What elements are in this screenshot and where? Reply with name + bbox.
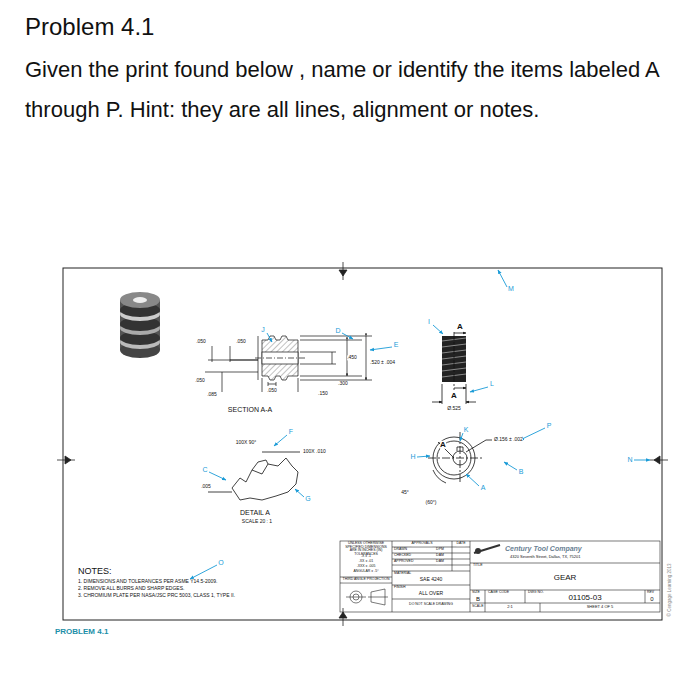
view-label: DETAIL A	[240, 509, 270, 516]
callout-letter: A	[481, 484, 486, 491]
callout-letter: B	[519, 468, 524, 475]
title-block-cell: .X ± .1	[361, 555, 371, 559]
figure-caption: PROBLEM 4.1	[55, 628, 108, 636]
callout-letter: F	[289, 428, 293, 435]
title-block-cell: CAGE CODE	[488, 591, 509, 595]
title-block	[340, 541, 660, 612]
callout-letter: D	[335, 327, 340, 334]
title-block-cell: 01105-03	[568, 594, 601, 602]
dimension: .050	[267, 388, 277, 393]
worm-side-view	[432, 332, 476, 404]
section-letter: A	[451, 392, 457, 400]
dimension: .300	[338, 381, 348, 386]
worm-pictorial	[120, 292, 160, 358]
callout-letter: P	[547, 422, 552, 429]
section-view	[205, 336, 372, 392]
question-text: Given the print found below , name or id…	[25, 50, 675, 130]
title-block-cell: ANGULAR ± .5°	[353, 570, 378, 574]
section-letter: A	[457, 323, 463, 331]
callout-letter: E	[394, 341, 399, 348]
title-block-cell: THIRD ANGLE PROJECTION	[343, 578, 390, 582]
callout-letter: M	[508, 285, 514, 292]
title-block-cell: DPM	[436, 548, 444, 552]
title-block-cell: CHECKED	[394, 554, 411, 558]
sheet-border	[63, 268, 662, 620]
watermark: © Cengage Learning 2013	[668, 564, 673, 617]
dimension: 45°	[401, 490, 409, 495]
title-block-cell: SAE 4240	[420, 577, 443, 582]
title-block-cell: B	[476, 596, 480, 602]
note: 2. REMOVE ALL BURRS AND SHARP EDGES.	[78, 586, 184, 591]
detail-view	[208, 452, 300, 500]
centering-marks	[57, 262, 668, 626]
callout-letter: K	[464, 426, 469, 433]
callout-letter: H	[410, 453, 415, 460]
title-block-cell: FINISH	[394, 586, 405, 590]
dimension: .450	[347, 355, 357, 360]
dimension: .085	[207, 392, 217, 397]
title-block-cell: DATE	[456, 542, 465, 546]
title-block-cell: TITLE	[473, 564, 483, 568]
view-label: SCALE 20 : 1	[242, 519, 272, 524]
end-view	[428, 432, 492, 484]
dimension: (60°)	[426, 500, 437, 505]
title-block-cell: SIZE	[472, 591, 480, 595]
title-block-cell: DAM	[436, 560, 444, 564]
title-block-cell: .XX ± .01	[359, 560, 373, 564]
company-name: Century Tool Company	[505, 545, 582, 552]
dimension: 100X 90°	[236, 440, 257, 445]
dimension: .520 ± .004	[370, 360, 395, 365]
callout-leaders	[190, 270, 650, 579]
callout-letter: L	[490, 380, 494, 387]
title-block-cell: REV	[647, 591, 654, 595]
title-block-cell: APPROVALS	[412, 542, 433, 546]
note: 3. CHROMIUM PLATE PER NASA/JSC PRC 5003,…	[78, 593, 235, 598]
title-block-cell: GEAR	[554, 574, 577, 582]
title-block-cell: 2:1	[507, 605, 513, 609]
title-block-cell: DO NOT SCALE DRAWING	[409, 603, 453, 607]
callout-letter: G	[305, 495, 310, 502]
title-block-cell: ALL OVER	[419, 591, 443, 596]
title-block-cell: APPROVED	[394, 560, 413, 564]
title-block-cell: 0	[650, 596, 653, 602]
callout-letter: I	[428, 318, 430, 325]
callout-letter: O	[218, 559, 223, 566]
view-label: SECTION A-A	[228, 406, 272, 413]
title-block-cell: SHEET 4 OF 5	[587, 605, 614, 609]
title-block-cell: DAM	[436, 554, 444, 558]
title-block-cell: SCALE	[472, 605, 483, 609]
dimension: .050	[196, 339, 206, 344]
dimension: 100X .010	[303, 449, 326, 454]
title-block-cell: .XXX ± .005	[357, 565, 376, 569]
callout-letter: N	[627, 456, 632, 463]
title-block-cell: DWG NO.	[528, 591, 544, 595]
detail-letter: A	[440, 441, 446, 449]
notes-heading: NOTES:	[78, 567, 112, 576]
dimension: .050	[195, 378, 205, 383]
dimension: .005	[201, 484, 211, 489]
callout-letter: C	[202, 466, 207, 473]
company-logo	[474, 545, 500, 554]
dimension: Ø.525	[447, 406, 461, 411]
title-block-cell: MATERIAL	[394, 572, 411, 576]
title-block-cell: DRAWN	[394, 548, 407, 552]
dimension: .050	[236, 339, 246, 344]
callout-letter: J	[261, 326, 265, 333]
dimension: Ø.156 ± .002	[494, 437, 523, 442]
note: 1. DIMENSIONS AND TOLERANCES PER ASME Y1…	[78, 579, 218, 584]
dimension: .150	[318, 391, 328, 396]
company-address: 4320 Seventh Street, Dallas, TX, 75201	[510, 555, 580, 559]
problem-title: Problem 4.1	[25, 14, 154, 39]
